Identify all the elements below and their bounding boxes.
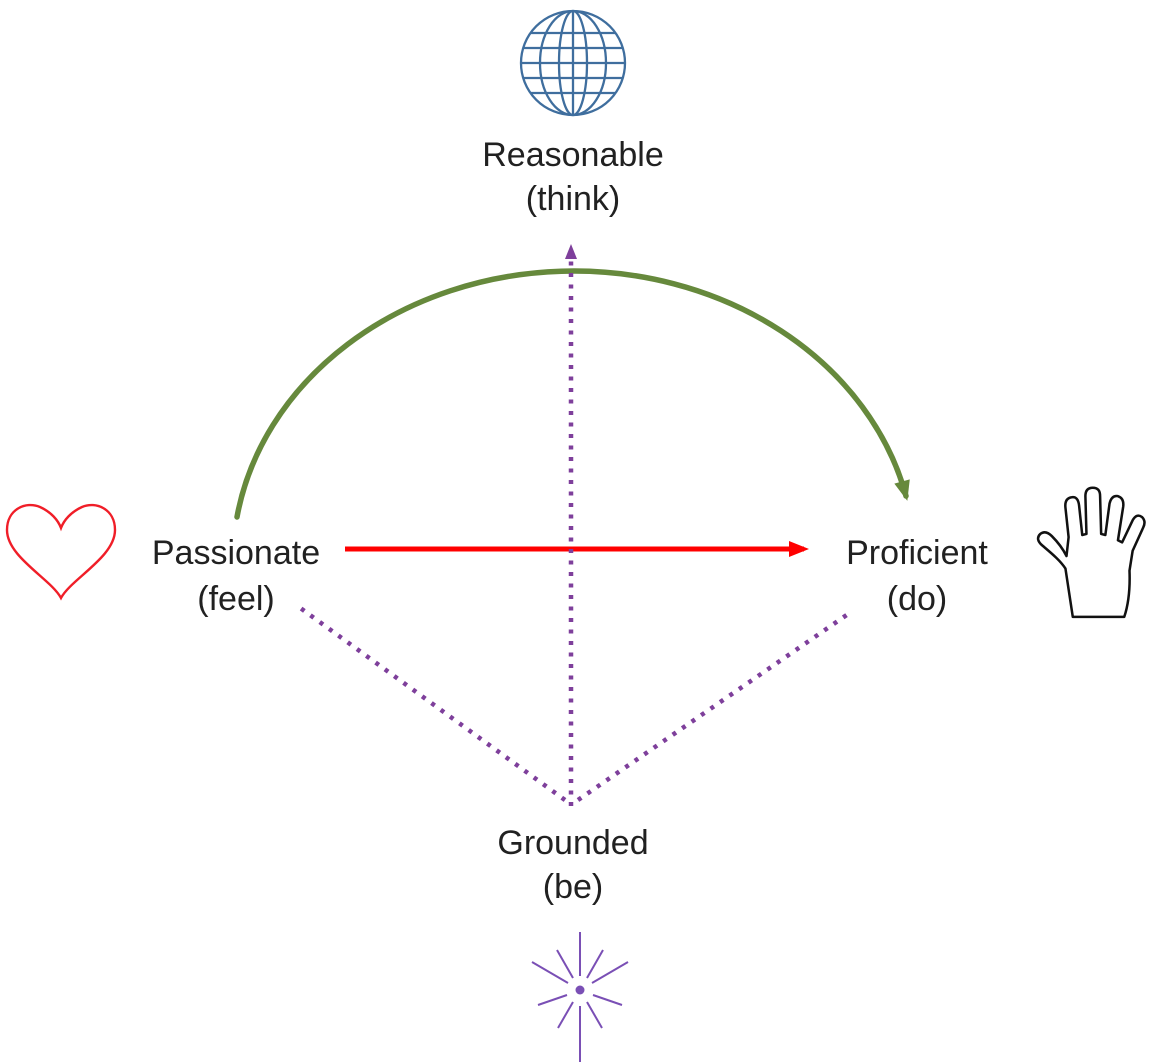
node-top-sublabel: (think) — [526, 180, 620, 218]
node-top-label: Reasonable — [482, 136, 663, 174]
spark-ray — [537, 994, 568, 1006]
spark-ray — [586, 949, 604, 979]
node-bottom-label: Grounded — [497, 824, 648, 862]
spark-ray — [591, 961, 629, 984]
globe-icon — [519, 9, 627, 117]
connector-dotted-grounded-to-proficient — [576, 610, 853, 802]
node-bottom-sublabel: (be) — [543, 868, 603, 906]
connector-arc-passionate-to-proficient — [234, 268, 910, 520]
spark-ray — [592, 994, 623, 1006]
heart-outline — [5, 503, 117, 601]
node-left-sublabel: (feel) — [197, 580, 274, 618]
node-right-label: Proficient — [846, 534, 988, 572]
connector-dotted-grounded-to-passionate — [297, 605, 567, 802]
spark-ray — [531, 961, 569, 984]
node-right-sublabel: (do) — [887, 580, 947, 618]
hand-icon — [1036, 486, 1146, 619]
spark-ray — [586, 1001, 603, 1029]
node-labels: Reasonable (think) Passionate (feel) Pro… — [152, 136, 989, 906]
node-left-label: Passionate — [152, 534, 320, 572]
heart-icon — [5, 503, 117, 601]
spark-ray — [556, 949, 574, 979]
hand-outline — [1036, 486, 1146, 619]
spark-icon — [531, 932, 629, 1062]
spark-center-dot — [575, 985, 585, 995]
spark-ray — [557, 1001, 574, 1029]
